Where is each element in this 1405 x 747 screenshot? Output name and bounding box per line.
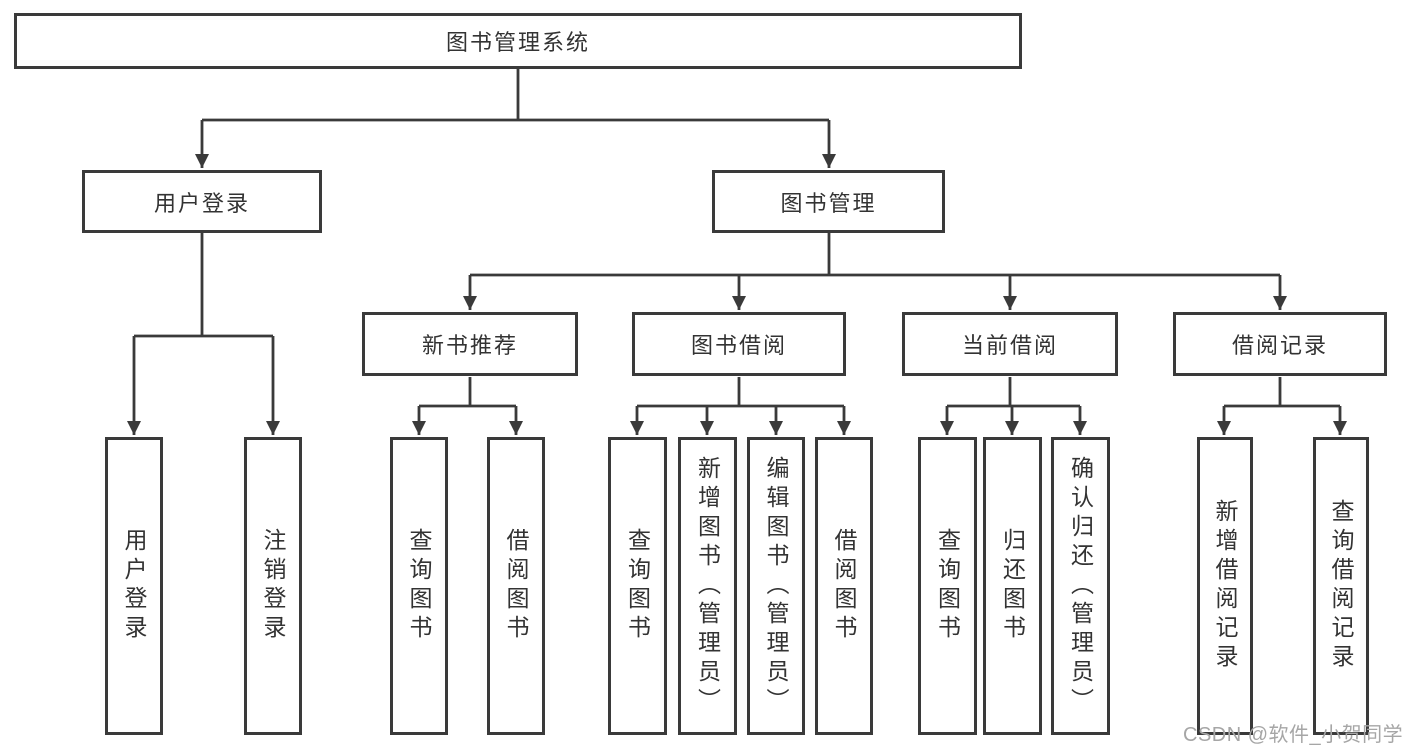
leaf-borrow-books-recommend: 借阅图书 <box>487 437 545 735</box>
leaf-query-books-current: 查询图书 <box>918 437 977 735</box>
node-book-management: 图书管理 <box>712 170 945 233</box>
node-new-book-recommend: 新书推荐 <box>362 312 578 376</box>
node-book-borrow: 图书借阅 <box>632 312 846 376</box>
leaf-add-book-admin: 新增图书（管理员） <box>678 437 737 735</box>
leaf-user-login: 用户登录 <box>105 437 163 735</box>
node-current-borrow: 当前借阅 <box>902 312 1118 376</box>
leaf-add-borrow-record: 新增借阅记录 <box>1197 437 1253 735</box>
leaf-query-books-borrow: 查询图书 <box>608 437 667 735</box>
leaf-logout: 注销登录 <box>244 437 302 735</box>
leaf-borrow-books: 借阅图书 <box>815 437 873 735</box>
node-borrow-records: 借阅记录 <box>1173 312 1387 376</box>
node-user-login: 用户登录 <box>82 170 322 233</box>
node-root: 图书管理系统 <box>14 13 1022 69</box>
leaf-confirm-return-admin: 确认归还（管理员） <box>1051 437 1110 735</box>
leaf-query-books-recommend: 查询图书 <box>390 437 448 735</box>
leaf-return-books: 归还图书 <box>983 437 1042 735</box>
csdn-watermark: CSDN @软件_小贺同学 <box>1183 724 1404 746</box>
leaf-edit-book-admin: 编辑图书（管理员） <box>747 437 805 735</box>
leaf-query-borrow-record: 查询借阅记录 <box>1313 437 1369 735</box>
